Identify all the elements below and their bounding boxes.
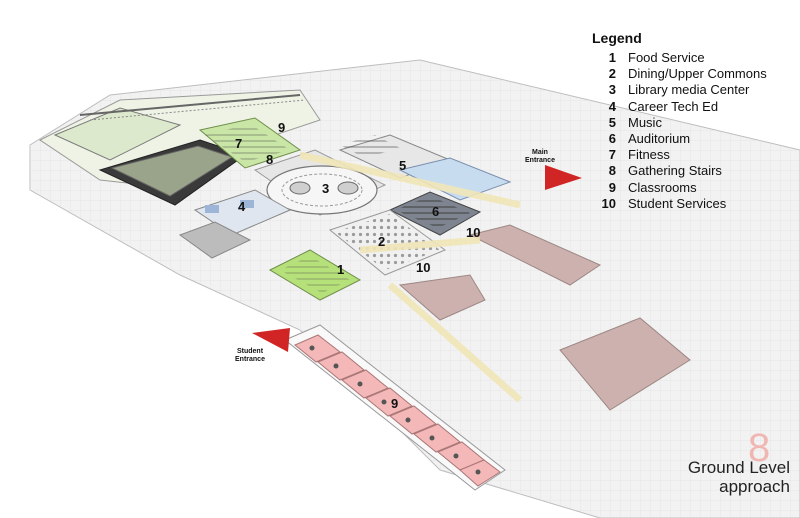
legend-item-label: Auditorium bbox=[628, 130, 691, 146]
career-tech-rooms bbox=[178, 189, 292, 259]
label-fitness: 7 bbox=[235, 136, 243, 151]
legend-item-label: Food Service bbox=[628, 50, 705, 65]
legend-item-number: 8 bbox=[608, 163, 616, 179]
legend-item-number: 5 bbox=[608, 114, 616, 130]
main-entrance-marker bbox=[545, 165, 582, 190]
legend-item: 9 Classrooms bbox=[592, 180, 792, 196]
food-service-zone bbox=[268, 249, 362, 301]
page-number: 8 bbox=[748, 426, 771, 470]
library-drum bbox=[253, 149, 387, 216]
legend-item-number: 1 bbox=[608, 50, 616, 65]
legend-item: 7 Fitness bbox=[592, 147, 792, 163]
label-food-service: 1 bbox=[337, 262, 345, 277]
legend-list: 1 Food Service 2 Dining/Upper Commons 3 Libra… bbox=[592, 50, 792, 212]
legend-item-label: Career Tech Ed bbox=[628, 98, 719, 114]
legend-item-label: Gathering Stairs bbox=[628, 163, 722, 179]
student-entrance-marker bbox=[252, 328, 290, 352]
main-entrance-label: Main Entrance bbox=[525, 149, 555, 164]
label-library: 3 bbox=[322, 181, 330, 196]
label-classrooms-top: 9 bbox=[278, 120, 286, 135]
legend-item: 3 Library media Center bbox=[592, 82, 792, 98]
courtyards bbox=[398, 224, 691, 411]
fitness-zone bbox=[198, 117, 302, 169]
legend-item-number: 2 bbox=[608, 66, 616, 82]
label-classrooms-bottom: 9 bbox=[391, 396, 399, 411]
legend-item-label: Fitness bbox=[628, 147, 670, 163]
legend-item-label: Library media Center bbox=[628, 82, 750, 98]
label-auditorium: 6 bbox=[432, 204, 440, 219]
dining-commons bbox=[328, 209, 447, 276]
legend-item: 8 Gathering Stairs bbox=[592, 163, 792, 179]
legend-item-number: 9 bbox=[608, 179, 616, 195]
student-entrance-label: Student Entrance bbox=[235, 348, 265, 363]
label-career-tech: 4 bbox=[238, 199, 246, 214]
label-music: 5 bbox=[399, 158, 407, 173]
legend-item-label: Student Services bbox=[628, 195, 727, 211]
label-student-services-b: 10 bbox=[416, 260, 431, 275]
legend-item: 10 Student Services bbox=[592, 196, 792, 212]
level-title-line1: Ground Level bbox=[687, 458, 790, 477]
legend-item-label: Music bbox=[628, 114, 662, 130]
music-rooms bbox=[338, 134, 512, 201]
label-gathering-stairs: 8 bbox=[266, 152, 274, 167]
legend: Legend 1 Food Service 2 Dining/Upper Common… bbox=[592, 30, 792, 212]
label-dining: 2 bbox=[378, 234, 386, 249]
classroom-wing bbox=[284, 324, 506, 491]
legend-item-number: 4 bbox=[608, 98, 616, 114]
legend-item: 6 Auditorium bbox=[592, 131, 792, 147]
legend-item-number: 10 bbox=[601, 195, 616, 211]
legend-item-label: Dining/Upper Commons bbox=[628, 66, 767, 82]
legend-item-number: 6 bbox=[608, 130, 616, 146]
legend-item: 5 Music bbox=[592, 115, 792, 131]
legend-item: 4 Career Tech Ed bbox=[592, 99, 792, 115]
legend-item: 2 Dining/Upper Commons bbox=[592, 66, 792, 82]
legend-item-label: Classrooms bbox=[628, 179, 697, 195]
level-title-line2: approach bbox=[719, 477, 790, 496]
legend-item-number: 7 bbox=[608, 147, 616, 163]
corridors bbox=[299, 151, 523, 403]
legend-item: 1 Food Service bbox=[592, 50, 792, 66]
legend-title: Legend bbox=[592, 30, 642, 46]
legend-item-number: 3 bbox=[608, 82, 616, 98]
auditorium bbox=[388, 191, 482, 236]
label-student-services-a: 10 bbox=[466, 225, 481, 240]
